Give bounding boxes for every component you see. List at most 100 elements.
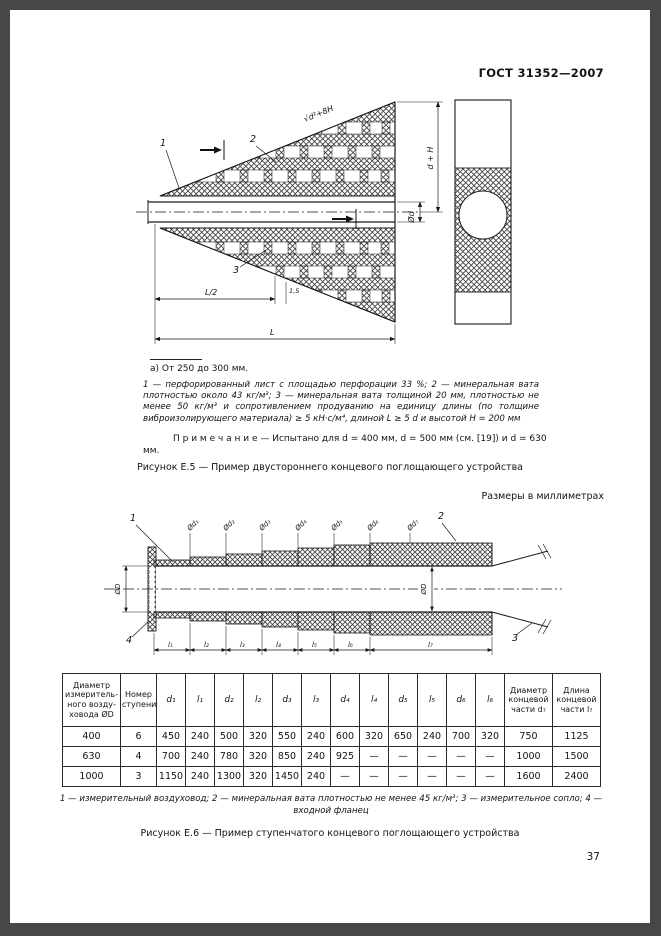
cell: 925 [330, 746, 360, 767]
figure-e5-drawing: 1 2 3 √d²+8H Ød d + H L/2 [136, 99, 512, 344]
nozzle [491, 543, 552, 635]
dim-od: Ød [406, 210, 416, 223]
header-cell: l₅ [417, 673, 447, 727]
table-row: 1000 3 1150 240 1300 320 1450 240 — — — … [62, 766, 601, 787]
callout-2: 2 [438, 511, 444, 522]
cell: 6 [120, 726, 157, 747]
dim-od6: Ød₆ [365, 518, 381, 534]
fig-e5-subcaption: а) От 250 до 300 мм. [150, 364, 249, 374]
cell: 1125 [552, 726, 601, 747]
header-cell: l₄ [359, 673, 389, 727]
cell: 550 [272, 726, 302, 747]
cell: 320 [359, 726, 389, 747]
dim-l7: l₇ [428, 641, 433, 649]
cell: — [359, 746, 389, 767]
header-cell: d₃ [272, 673, 302, 727]
cell: 400 [62, 726, 121, 747]
callout-1: 1 [130, 513, 136, 524]
cell: — [388, 766, 418, 787]
dim-l1: l₁ [168, 641, 173, 649]
cell: — [417, 746, 447, 767]
cell: 320 [243, 766, 273, 787]
steps-upper [153, 542, 493, 567]
header-cell: d₅ [388, 673, 418, 727]
length-dims: l₁ l₂ l₃ l₄ l₅ l₆ l₇ [153, 623, 493, 655]
cell: — [446, 746, 476, 767]
dim-OD-right: ØD [420, 583, 428, 596]
header-cell: l₆ [475, 673, 505, 727]
cell: 650 [388, 726, 418, 747]
fig-e6-caption: Рисунок Е.6 — Пример ступенчатого концев… [140, 828, 520, 839]
callout-1: 1 [160, 138, 166, 149]
cell: 700 [446, 726, 476, 747]
cell: — [359, 766, 389, 787]
cell: 780 [214, 746, 244, 767]
steps-lower [153, 611, 493, 636]
cell: 600 [330, 726, 360, 747]
cell: 320 [475, 726, 505, 747]
horn-upper-wedge [159, 101, 396, 197]
page-number: 37 [586, 851, 600, 863]
dim-od3: Ød₃ [257, 518, 273, 534]
header-cell: d₂ [214, 673, 244, 727]
cell: 630 [62, 746, 121, 767]
header-cell: Длина концевой части l₇ [552, 673, 601, 727]
header-cell: Диаметр измеритель- ного возду- ховода Ø… [62, 673, 121, 727]
cell: 1150 [156, 766, 186, 787]
cell: 1000 [62, 766, 121, 787]
dim-od5: Ød₅ [329, 518, 345, 534]
cell: 1300 [214, 766, 244, 787]
dim-diagonal: √d²+8H [302, 104, 334, 124]
cell: — [446, 766, 476, 787]
fig-e5-caption: Рисунок Е.5 — Пример двустороннего конце… [137, 462, 523, 473]
document-page: ГОСТ 31352—2007 [10, 10, 650, 923]
end-view-opening [458, 190, 508, 240]
table-header-row: Диаметр измеритель- ного возду- ховода Ø… [62, 673, 601, 727]
horn-lower-wedge [159, 227, 396, 323]
dim-l5: l₅ [312, 641, 317, 649]
cell: 240 [185, 726, 215, 747]
fig-e5-note: П р и м е ч а н и е — Испытано для d = 4… [143, 434, 547, 456]
header-cell: Номер ступени [120, 673, 157, 727]
cell: 240 [301, 726, 331, 747]
dimensions-table: Диаметр измеритель- ного возду- ховода Ø… [62, 673, 601, 787]
cell: — [475, 766, 505, 787]
cell: — [475, 746, 505, 767]
dim-d-plus-h: d + H [426, 147, 435, 170]
callout-3: 3 [512, 633, 518, 644]
dim-l: L [270, 328, 274, 337]
header-cell: l₃ [301, 673, 331, 727]
callouts-e5: 1 2 3 [160, 134, 277, 276]
cell: 2400 [552, 766, 601, 787]
dim-od1: Ød₁ [185, 518, 201, 534]
cell: 750 [504, 726, 553, 747]
cell: 1600 [504, 766, 553, 787]
cell: 500 [214, 726, 244, 747]
cell: 240 [417, 726, 447, 747]
header-cell: l₁ [185, 673, 215, 727]
cell: 240 [301, 766, 331, 787]
callout-4: 4 [126, 635, 132, 646]
callouts-e6: 1 2 3 4 [126, 511, 533, 646]
header-cell: Диаметр концевой части d₇ [504, 673, 553, 727]
cell: 700 [156, 746, 186, 767]
dim-l2: l₂ [204, 641, 209, 649]
cell: — [330, 766, 360, 787]
callout-2: 2 [250, 134, 256, 145]
cell: 1450 [272, 766, 302, 787]
section-arrows [200, 140, 357, 229]
fig-e6-legend: 1 — измерительный воздуховод; 2 — минера… [59, 794, 603, 816]
cell: 3 [120, 766, 157, 787]
cell: 850 [272, 746, 302, 767]
header-cell: d₆ [446, 673, 476, 727]
fig-e5-legend: 1 — перфорированный лист с площадью перф… [143, 380, 539, 424]
cell: 240 [185, 746, 215, 767]
dim-od7: Ød₇ [405, 518, 421, 534]
cell: 450 [156, 726, 186, 747]
dim-OD-left: ØD [114, 583, 122, 596]
units-note: Размеры в миллиметрах [481, 491, 604, 502]
header-cell: l₂ [243, 673, 273, 727]
cell: 320 [243, 726, 273, 747]
dimensions-e5: √d²+8H Ød d + H L/2 1,5 L [154, 101, 443, 344]
